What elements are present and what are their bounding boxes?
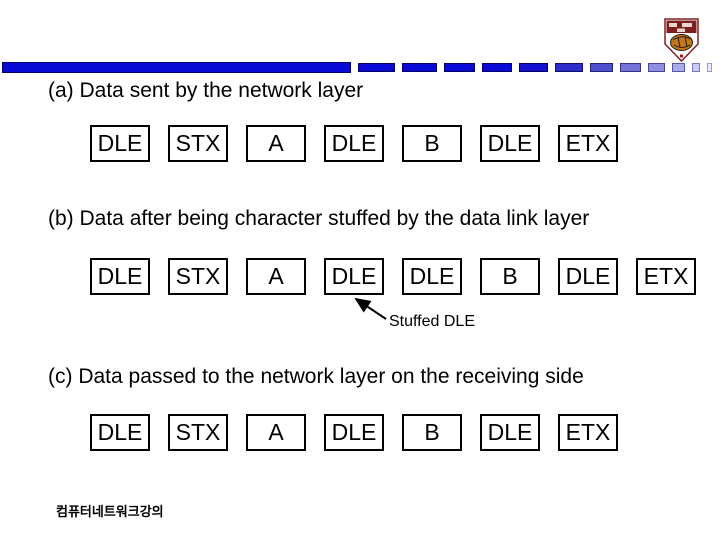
box-row-c: DLE STX A DLE B DLE ETX — [90, 414, 618, 451]
accent-dash — [590, 63, 613, 72]
accent-bar-main — [2, 62, 351, 73]
accent-dash — [707, 63, 712, 72]
accent-dash — [482, 63, 512, 72]
accent-bar-dashes — [358, 63, 712, 72]
char-box-a-1-stx: STX — [168, 125, 228, 162]
char-box-c-6-etx: ETX — [558, 414, 618, 451]
char-box-a-2-a: A — [246, 125, 306, 162]
university-crest-logo — [664, 18, 699, 62]
stuffed-dle-arrow — [354, 297, 387, 320]
crest-text-mark — [677, 28, 685, 32]
char-box-c-0-dle: DLE — [90, 414, 150, 451]
section-a-title: (a) Data sent by the network layer — [48, 79, 364, 102]
char-box-c-2-a: A — [246, 414, 306, 451]
section-c-title: (c) Data passed to the network layer on … — [48, 365, 584, 388]
stuffed-dle-label: Stuffed DLE — [389, 313, 475, 330]
box-row-a: DLE STX A DLE B DLE ETX — [90, 125, 618, 162]
accent-dash — [648, 63, 665, 72]
char-box-b-6-dle: DLE — [558, 258, 618, 295]
accent-dash — [402, 63, 437, 72]
crest-text-mark — [682, 23, 692, 27]
char-box-c-4-b: B — [402, 414, 462, 451]
char-box-a-3-dle: DLE — [324, 125, 384, 162]
accent-dash — [672, 63, 685, 72]
char-box-c-3-dle: DLE — [324, 414, 384, 451]
char-box-b-0-dle: DLE — [90, 258, 150, 295]
char-box-c-5-dle: DLE — [480, 414, 540, 451]
char-box-c-1-stx: STX — [168, 414, 228, 451]
char-box-a-5-dle: DLE — [480, 125, 540, 162]
char-box-b-4-dle: DLE — [402, 258, 462, 295]
crest-text-mark — [669, 23, 677, 27]
box-row-b: DLE STX A DLE DLE B DLE ETX — [90, 258, 696, 295]
accent-dash — [444, 63, 475, 72]
accent-dash — [555, 63, 583, 72]
accent-dash — [692, 63, 700, 72]
accent-dash — [358, 63, 395, 72]
char-box-b-3-dle: DLE — [324, 258, 384, 295]
char-box-a-6-etx: ETX — [558, 125, 618, 162]
char-box-b-2-a: A — [246, 258, 306, 295]
char-box-a-4-b: B — [402, 125, 462, 162]
char-box-b-5-b: B — [480, 258, 540, 295]
accent-dash — [620, 63, 641, 72]
char-box-b-7-etx: ETX — [636, 258, 696, 295]
accent-dash — [519, 63, 548, 72]
section-b-title: (b) Data after being character stuffed b… — [48, 207, 590, 230]
footer-course-label: 컴퓨터네트워크강의 — [56, 504, 164, 519]
char-box-b-1-stx: STX — [168, 258, 228, 295]
char-box-a-0-dle: DLE — [90, 125, 150, 162]
